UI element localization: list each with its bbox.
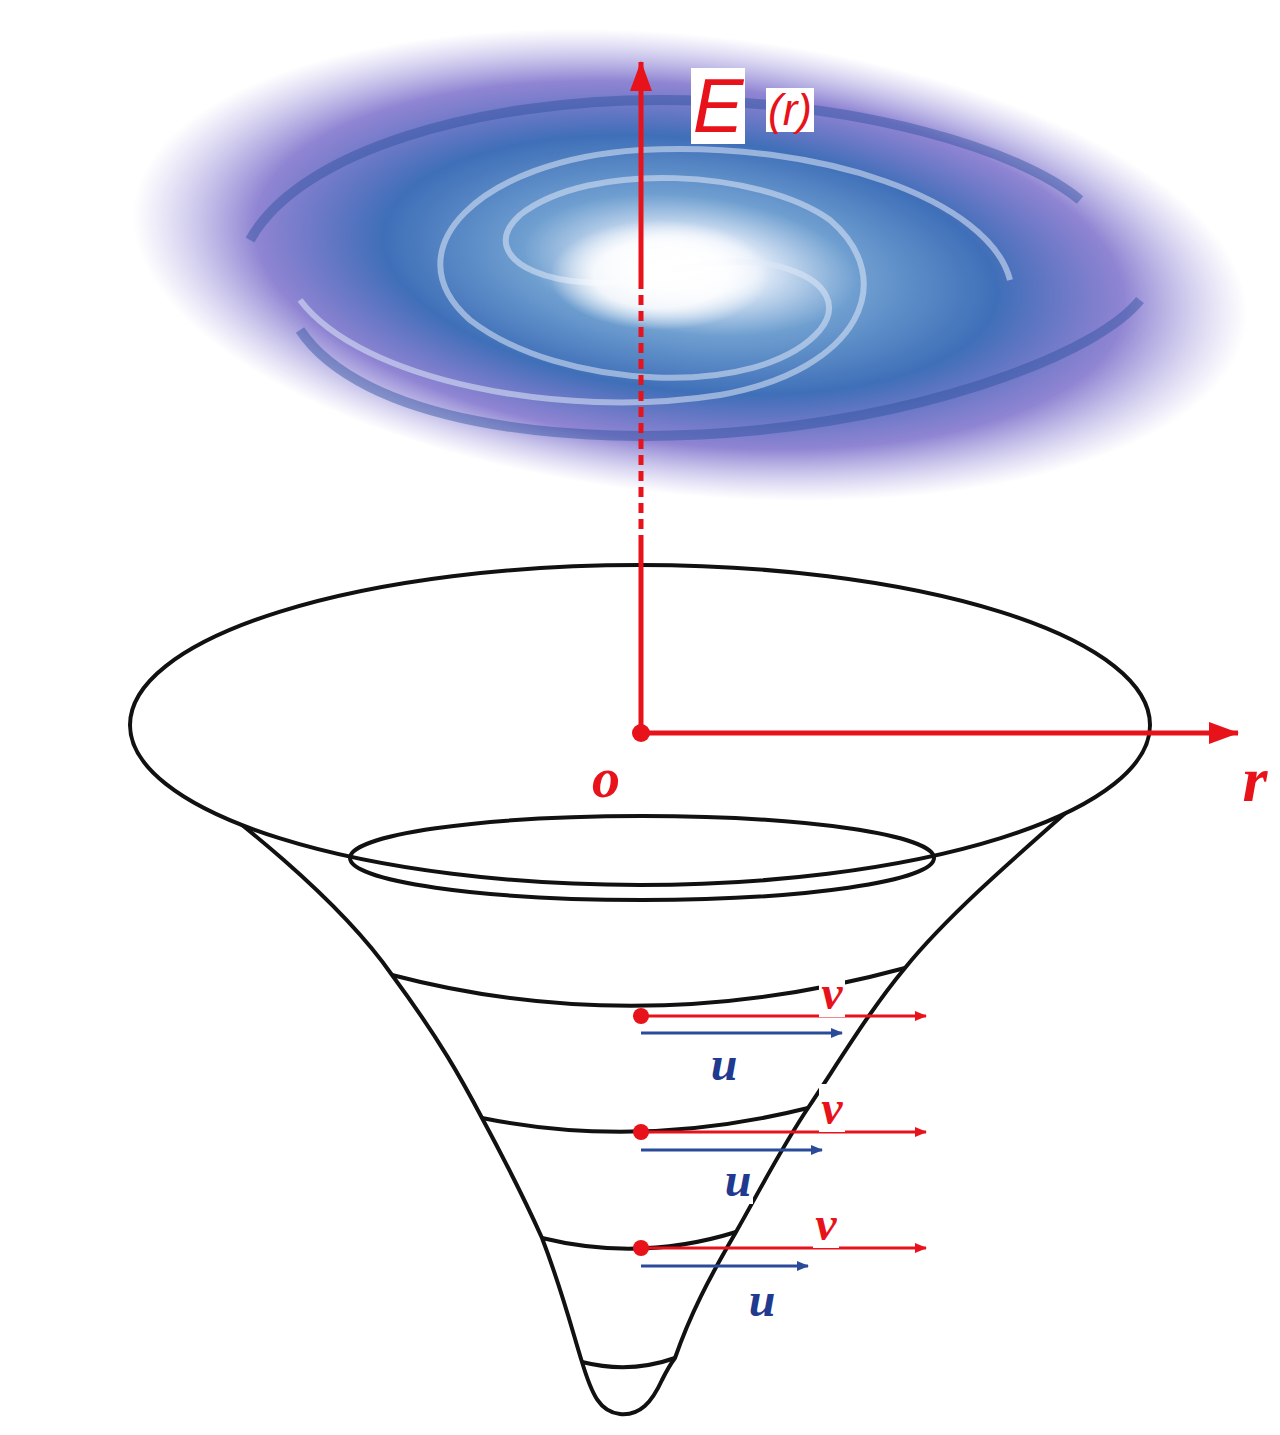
velocity-arrows [641, 1016, 926, 1266]
axes [641, 62, 1238, 733]
axis-label: (r) [766, 88, 814, 132]
velocity-label: v [819, 969, 844, 1017]
velocity-dots [633, 1008, 649, 1256]
velocity-label: v [819, 1084, 844, 1132]
velocity-label: u [723, 1156, 754, 1204]
axis-label: E [691, 68, 746, 144]
velocity-label: u [709, 1040, 740, 1088]
velocity-label: u [747, 1276, 778, 1324]
origin-label: o [590, 750, 622, 806]
axis-label: r [1241, 748, 1270, 812]
velocity-label: v [813, 1200, 838, 1248]
origin-dot [632, 724, 650, 742]
galaxy [109, 0, 1271, 552]
